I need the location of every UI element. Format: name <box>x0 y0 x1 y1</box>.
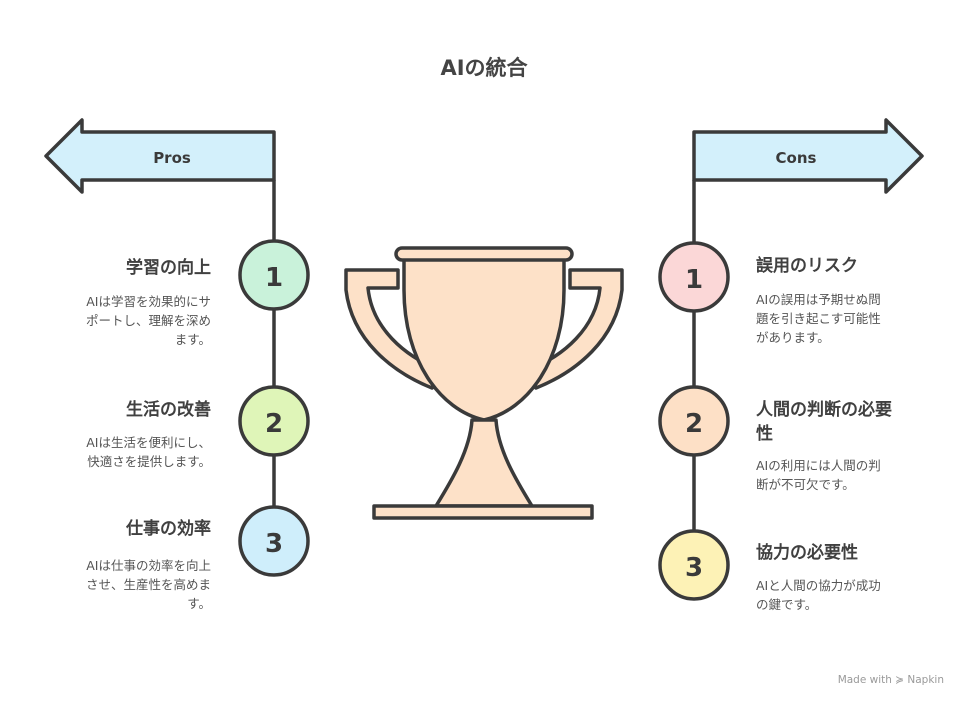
step-number: 3 <box>685 553 703 583</box>
cons-item-1-desc: AIの誤用は予期せぬ問 題を引き起こす可能性 があります。 <box>756 290 881 347</box>
desc-line: 断が不可欠です。 <box>756 477 855 492</box>
pros-item-2-desc: AIは生活を便利にし、 快適さを提供します。 <box>86 433 211 471</box>
pros-step-3: 3 <box>238 505 310 577</box>
desc-line: AIは仕事の効率を向上 <box>86 558 211 573</box>
cons-item-3-title: 協力の必要性 <box>756 543 858 563</box>
pros-item-2-title: 生活の改善 <box>126 400 211 420</box>
pros-item-3-desc: AIは仕事の効率を向上 させ、生産性を高めま す。 <box>86 556 211 613</box>
desc-line: の鍵です。 <box>756 597 818 612</box>
cons-step-1: 1 <box>658 241 730 313</box>
desc-line: 快適さを提供します。 <box>87 454 211 469</box>
step-number: 2 <box>265 409 283 439</box>
cons-item-1-title: 誤用のリスク <box>756 256 858 276</box>
pros-item-1-title: 学習の向上 <box>126 258 211 278</box>
pros-label: Pros <box>153 149 191 167</box>
desc-line: AIの誤用は予期せぬ問 <box>756 292 881 307</box>
desc-line: AIは学習を効果的にサ <box>86 294 211 309</box>
pros-item-3-title: 仕事の効率 <box>126 519 211 539</box>
desc-line: AIと人間の協力が成功 <box>756 578 881 593</box>
pros-step-1: 1 <box>238 239 310 311</box>
step-number: 1 <box>265 263 283 293</box>
cons-label: Cons <box>776 149 817 167</box>
cons-step-3: 3 <box>658 529 730 601</box>
title-line: 性 <box>756 424 773 444</box>
desc-line: があります。 <box>756 330 830 345</box>
desc-line: AIの利用には人間の判 <box>756 458 881 473</box>
cons-item-2-title: 人間の判断の必要 性 <box>756 398 892 446</box>
desc-line: ます。 <box>174 332 211 347</box>
cons-item-2-desc: AIの利用には人間の判 断が不可欠です。 <box>756 456 881 494</box>
page-title: AIの統合 <box>440 56 528 80</box>
cons-item-3-desc: AIと人間の協力が成功 の鍵です。 <box>756 576 881 614</box>
trophy-icon <box>344 246 624 520</box>
step-number: 1 <box>685 265 703 295</box>
desc-line: させ、生産性を高めま <box>85 577 211 592</box>
pros-item-1-desc: AIは学習を効果的にサ ポートし、理解を深め ます。 <box>86 292 211 349</box>
desc-line: 題を引き起こす可能性 <box>756 311 881 326</box>
cons-arrow: Cons <box>692 118 924 194</box>
desc-line: AIは生活を便利にし、 <box>86 435 211 450</box>
pros-step-2: 2 <box>238 385 310 457</box>
step-number: 2 <box>685 409 703 439</box>
desc-line: す。 <box>187 596 211 611</box>
pros-arrow: Pros <box>44 118 276 194</box>
step-number: 3 <box>265 529 283 559</box>
desc-line: ポートし、理解を深め <box>85 313 211 328</box>
cons-step-2: 2 <box>658 385 730 457</box>
title-line: 人間の判断の必要 <box>756 400 892 420</box>
napkin-watermark[interactable]: Made with ≽ Napkin <box>837 674 944 686</box>
